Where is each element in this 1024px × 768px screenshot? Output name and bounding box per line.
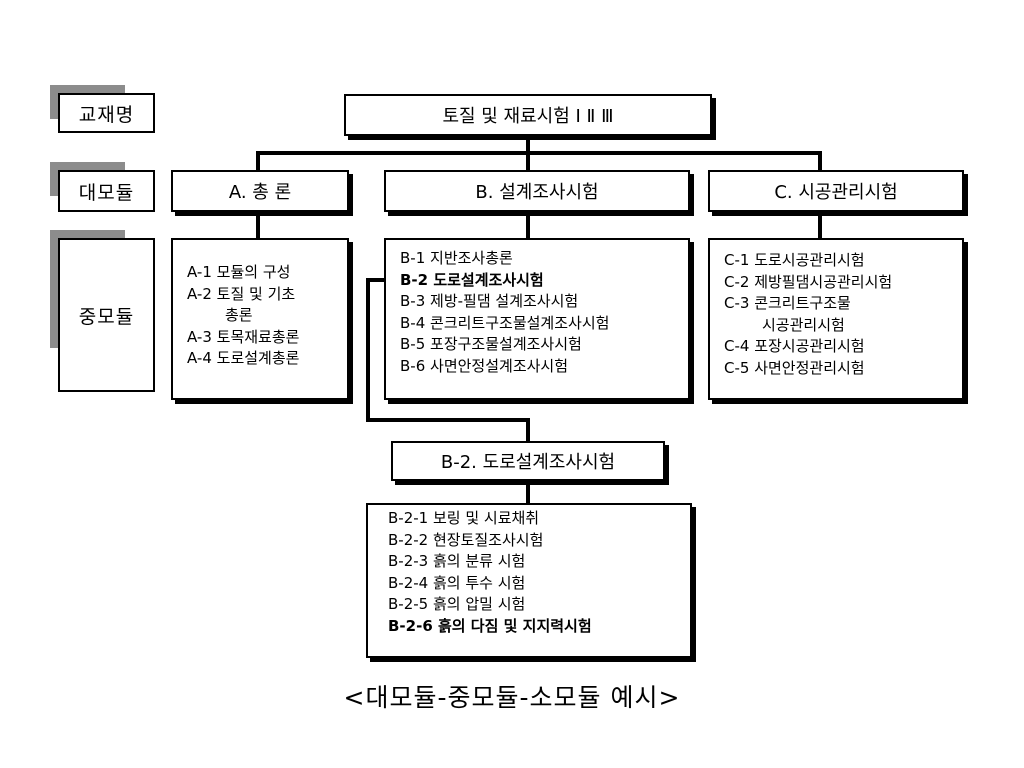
connector-to-b (526, 151, 530, 171)
module-b-list: B-1 지반조사총론 B-2 도로설계조사시험 B-3 제방-필댐 설계조사시험… (384, 238, 690, 400)
list-item: B-3 제방-필댐 설계조사시험 (400, 292, 579, 310)
list-item: C-3 콘크리트구조물 (724, 294, 851, 312)
list-item: B-2-5 흙의 압밀 시험 (388, 595, 526, 613)
sub-module-title-box: B-2. 도로설계조사시험 (391, 441, 665, 481)
list-item-highlighted: B-2 도로설계조사시험 (400, 270, 544, 289)
list-item-highlighted: B-2-6 흙의 다짐 및 지지력시험 (388, 616, 592, 635)
list-item: B-1 지반조사총론 (400, 249, 513, 267)
module-b-title-box: B. 설계조사시험 (384, 170, 690, 212)
list-item: 시공관리시험 (762, 315, 845, 334)
sub-module-list: B-2-1 보링 및 시료채취 B-2-2 현장토질조사시험 B-2-3 흙의 … (366, 503, 692, 658)
connector-c-to-list (818, 212, 822, 239)
list-item: B-2-1 보링 및 시료채취 (388, 509, 540, 527)
list-item: A-4 도로설계총론 (187, 349, 300, 367)
connector-b-to-list (526, 212, 530, 239)
list-item: B-5 포장구조물설계조사시험 (400, 335, 582, 353)
list-item: C-5 사면안정관리시험 (724, 358, 865, 377)
list-item: A-3 토목재료총론 (187, 327, 300, 346)
list-item: A-2 토질 및 기초 (187, 284, 296, 303)
connector-b2-horizontal-bottom (366, 418, 530, 422)
module-c-title: C. 시공관리시험 (774, 182, 898, 203)
connector-to-c (818, 151, 822, 171)
connector-horizontal-top (256, 151, 822, 155)
list-item: C-4 포장시공관리시험 (724, 337, 865, 355)
list-item: B-2-2 현장토질조사시험 (388, 530, 544, 549)
list-item: B-2-3 흙의 분류 시험 (388, 552, 526, 570)
connector-b2-horizontal-top (366, 278, 386, 282)
connector-b2-down (526, 418, 530, 442)
list-item: C-1 도로시공관리시험 (724, 251, 865, 269)
list-item: A-1 모듈의 구성 (187, 263, 291, 281)
list-item: B-6 사면안정설계조사시험 (400, 356, 569, 375)
module-c-title-box: C. 시공관리시험 (708, 170, 964, 212)
root-box: 토질 및 재료시험 Ⅰ Ⅱ Ⅲ (344, 94, 712, 136)
module-c-list: C-1 도로시공관리시험 C-2 제방필댐시공관리시험 C-3 콘크리트구조물 … (708, 238, 964, 400)
list-item: C-2 제방필댐시공관리시험 (724, 272, 893, 291)
module-b-title: B. 설계조사시험 (475, 182, 599, 203)
connector-a-to-list (256, 212, 260, 239)
module-a-title: A. 총 론 (228, 182, 292, 203)
module-a-title-box: A. 총 론 (171, 170, 349, 212)
connector-sub-title-to-list (526, 481, 530, 503)
list-item: 총론 (225, 306, 253, 324)
sub-module-title: B-2. 도로설계조사시험 (440, 452, 616, 473)
textbook-label: 교재명 (58, 93, 155, 133)
module-a-list: A-1 모듈의 구성 A-2 토질 및 기초 총론 A-3 토목재료총론 A-4… (171, 238, 349, 400)
list-item: B-2-4 흙의 투수 시험 (388, 573, 526, 592)
medium-module-label: 중모듈 (58, 238, 155, 392)
diagram-caption: <대모듈-중모듈-소모듈 예시> (343, 683, 681, 712)
root-title: 토질 및 재료시험 Ⅰ Ⅱ Ⅲ (442, 106, 614, 127)
list-item: B-4 콘크리트구조물설계조사시험 (400, 313, 610, 332)
connector-to-a (256, 151, 260, 171)
connector-b2-vertical (366, 278, 370, 422)
connector-root-down (526, 135, 530, 153)
large-module-label: 대모듈 (58, 170, 155, 212)
